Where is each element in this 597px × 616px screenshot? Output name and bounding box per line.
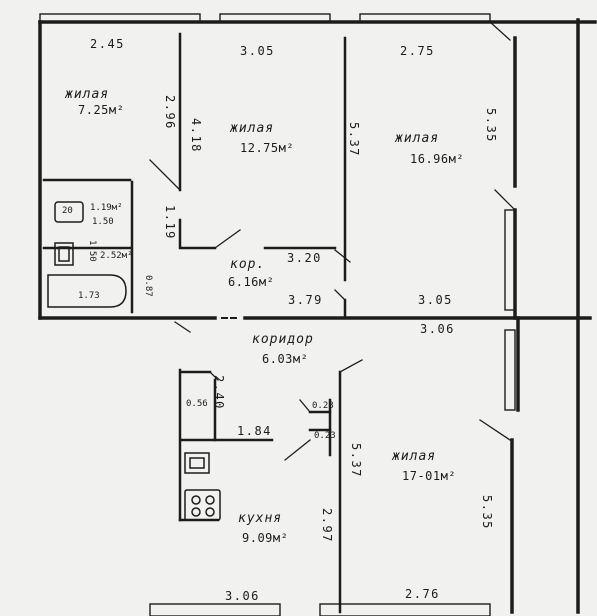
wc-width: 1.50 [92, 217, 114, 227]
room-name-kitchen: кухня [238, 511, 283, 526]
room-name-living-2: жилая [230, 121, 275, 136]
room-name-living-1: жилая [65, 87, 110, 102]
room-area-living-1: 7.25м² [78, 103, 125, 117]
dim-corridor-top: 3.20 [287, 251, 322, 265]
wc-depth: 1.50 [87, 240, 97, 262]
wc-area: 1.19м² [90, 203, 123, 213]
washbasin-icon [184, 452, 210, 474]
dim-kitchen-depth: 2.97 [320, 508, 334, 543]
dim-living1-side: 2.96 [163, 95, 177, 130]
windows [39, 13, 516, 616]
dim-mid-top: 3.05 [418, 293, 453, 307]
dim-corridor-mid: 3.79 [288, 293, 323, 307]
room-area-living-2: 12.75м² [240, 141, 295, 155]
dim-right-top: 5.35 [484, 108, 498, 143]
room-name-living-4: жилая [392, 449, 437, 464]
dim-top-2: 3.05 [240, 44, 275, 58]
dim-mid-bottom: 3.06 [420, 322, 455, 336]
bathtub-icon [47, 274, 127, 308]
bath-length: 1.73 [78, 291, 100, 301]
toilet-icon [54, 201, 84, 223]
dim-niche-1: 0.28 [312, 401, 334, 411]
dim-niche-2: 0.23 [314, 431, 336, 441]
dim-pantry: 0.56 [186, 399, 208, 409]
dim-top-1: 2.45 [90, 37, 125, 51]
sink-icon [54, 242, 74, 266]
dim-top-3: 2.75 [400, 44, 435, 58]
room-area-corridor-2: 6.03м² [262, 352, 309, 366]
door-swings [149, 21, 516, 521]
dim-bottom-2: 2.76 [405, 587, 440, 601]
fixtures [47, 201, 221, 521]
dim-living2-side: 4.18 [189, 118, 203, 153]
stove-icon [184, 489, 221, 521]
room-area-living-3: 16.96м² [410, 152, 465, 166]
dim-wc-side: 1.19 [163, 205, 177, 240]
room-name-corridor-2: коридор [252, 332, 314, 347]
room-area-living-4: 17-01м² [402, 469, 457, 483]
dim-bottom-1: 3.06 [225, 589, 260, 603]
room-area-kitchen: 9.09м² [242, 531, 289, 545]
dim-right-bottom: 5.35 [480, 495, 494, 530]
dim-kitchen-side: 5.37 [349, 443, 363, 478]
bath-area: 2.52м² [100, 251, 133, 261]
room-name-corridor-1: кор. [230, 257, 266, 272]
dim-kitchen-top: 1.84 [237, 424, 272, 438]
room-area-corridor-1: 6.16м² [228, 275, 275, 289]
toilet-symbol: 20 [62, 206, 73, 216]
dim-living3-side: 5.37 [347, 122, 361, 157]
room-name-living-3: жилая [395, 131, 440, 146]
dim-pantry-side: 2.40 [212, 375, 226, 410]
bath-width: 0.87 [143, 275, 153, 297]
